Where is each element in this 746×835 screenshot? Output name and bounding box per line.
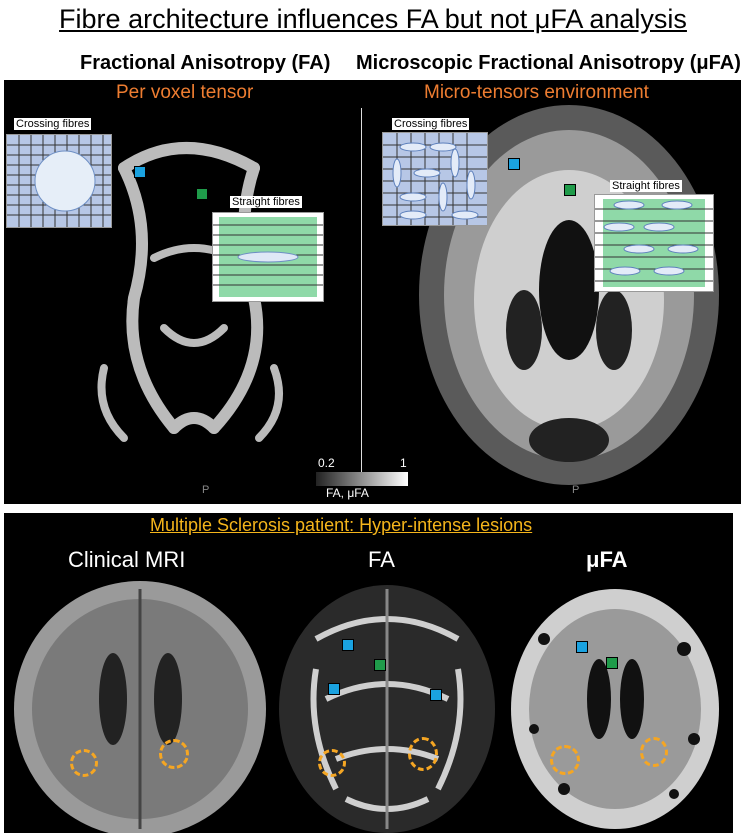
crossing-fibres-label-right: Crossing fibres <box>392 118 470 130</box>
fa-blue-voxel-marker <box>328 683 340 695</box>
straight-fibres-label: Straight fibres <box>230 196 302 208</box>
lesion-marker <box>640 737 668 767</box>
mufa-green-voxel-marker <box>606 657 618 669</box>
bottom-figure-panel: Multiple Sclerosis patient: Hyper-intens… <box>4 513 733 833</box>
fa-green-voxel-marker <box>196 188 208 200</box>
lesion-marker <box>318 749 346 777</box>
fa-label: FA <box>368 547 395 572</box>
mufa-blue-voxel-marker <box>508 158 520 170</box>
colorbar-max: 1 <box>400 456 407 470</box>
fa-posterior-label: P <box>202 484 210 496</box>
clinical-mri-image <box>14 581 266 833</box>
fa-green-voxel-marker <box>374 659 386 671</box>
clinical-mri-label: Clinical MRI <box>68 547 186 572</box>
micro-tensors-subtitle: Micro-tensors environment <box>424 82 649 103</box>
straight-micro-tensors-inset <box>594 194 714 292</box>
colorbar-caption: FA, μFA <box>326 486 369 500</box>
mufa-blue-voxel-marker <box>576 641 588 653</box>
mufa-green-voxel-marker <box>564 184 576 196</box>
lesion-marker <box>550 745 580 775</box>
crossing-micro-tensors-inset <box>382 132 488 226</box>
crossing-fibres-label: Crossing fibres <box>14 118 92 130</box>
per-voxel-subtitle: Per voxel tensor <box>116 82 254 103</box>
top-figure-panel: Per voxel tensor Micro-tensors environme… <box>4 80 741 504</box>
lesion-marker <box>408 737 438 771</box>
page-title: Fibre architecture influences FA but not… <box>59 4 687 34</box>
fa-slice-image <box>279 585 495 833</box>
ms-patient-title: Multiple Sclerosis patient: Hyper-intens… <box>150 515 533 535</box>
mufa-posterior-label: P <box>572 484 580 496</box>
panel-divider <box>361 108 362 478</box>
colorbar <box>316 472 408 486</box>
lesion-marker <box>70 749 98 777</box>
straight-fibres-label-right: Straight fibres <box>610 180 682 192</box>
crossing-fibres-inset <box>6 134 112 228</box>
fa-blue-voxel-marker <box>342 639 354 651</box>
mufa-label: μFA <box>586 547 628 572</box>
fa-blue-voxel-marker <box>134 166 146 178</box>
lesion-marker <box>159 739 189 769</box>
straight-fibres-inset <box>212 212 324 302</box>
fa-blue-voxel-marker <box>430 689 442 701</box>
mufa-slice-image <box>511 589 719 829</box>
fa-heading: Fractional Anisotropy (FA) <box>80 52 331 74</box>
mufa-heading: Microscopic Fractional Anisotropy (μFA) <box>356 52 741 74</box>
colorbar-min: 0.2 <box>318 456 335 470</box>
